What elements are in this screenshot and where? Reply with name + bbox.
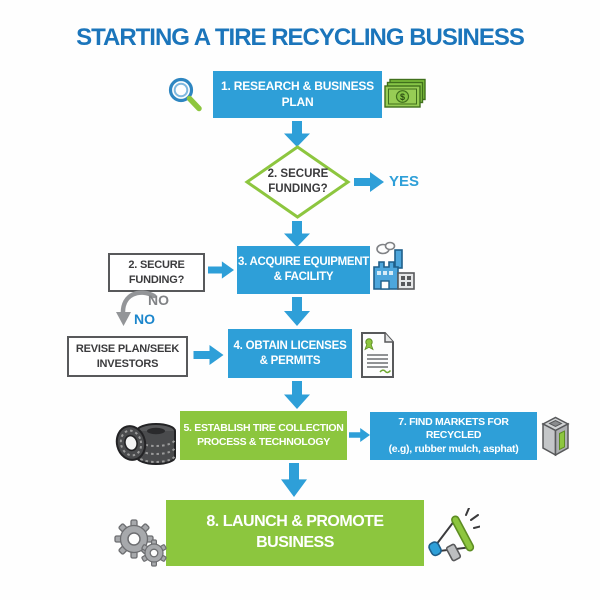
flow-arrow-right-2 <box>193 345 224 365</box>
money-icon: $ <box>384 78 426 108</box>
step-8-box: 8. LAUNCH & PROMOTE BUSINESS <box>166 500 424 566</box>
gears-icon <box>114 519 167 567</box>
step-3-label: 3. ACQUIRE EQUIPMENT & FACILITY <box>238 256 369 283</box>
step-5-box: 5. ESTABLISH TIRE COLLECTION PROCESS & T… <box>180 411 347 460</box>
flow-arrow-right-1 <box>208 261 234 279</box>
funding-check-label: 2. SECURE FUNDING? <box>128 259 185 286</box>
flow-arrow-down-5 <box>281 463 307 497</box>
no-label-gray: NO <box>148 292 169 308</box>
step-7-box: 7. FIND MARKETS FOR RECYCLED (e.g), rubb… <box>370 412 537 460</box>
factory-icon <box>373 241 415 290</box>
decision-label: 2. SECURE FUNDING? <box>267 168 329 195</box>
flow-arrow-down-1 <box>284 121 310 147</box>
step-4-box: 4. OBTAIN LICENSES & PERMITS <box>228 329 352 378</box>
document-icon <box>361 332 394 378</box>
funding-check-box: 2. SECURE FUNDING? <box>108 253 205 292</box>
step-5-label: 5. ESTABLISH TIRE COLLECTION PROCESS & T… <box>183 421 344 448</box>
search-icon <box>168 77 202 112</box>
step-7-label-line1: 7. FIND MARKETS FOR RECYCLED <box>398 415 509 442</box>
revise-plan-label: REVISE PLAN/SEEK INVESTORS <box>75 343 180 370</box>
flow-arrow-right-3 <box>349 428 370 442</box>
yes-label: YES <box>389 173 420 190</box>
megaphone-icon <box>428 508 480 562</box>
flow-arrow-down-2 <box>284 221 310 247</box>
flow-arrow-yes <box>354 172 384 192</box>
shredder-icon <box>541 416 570 457</box>
step-8-label: 8. LAUNCH & PROMOTE BUSINESS <box>206 513 384 551</box>
flow-arrow-down-3 <box>284 297 310 326</box>
step-7-label-line2: (e.g), rubber mulch, asphat) <box>388 442 519 455</box>
page-title: STARTING A TIRE RECYCLING BUSINESS <box>76 24 525 51</box>
step-1-label: 1. RESEARCH & BUSINESS PLAN <box>221 78 374 109</box>
tires-icon <box>115 423 176 465</box>
step-3-box: 3. ACQUIRE EQUIPMENT & FACILITY <box>237 246 370 294</box>
flow-arrow-down-4 <box>284 381 310 409</box>
no-curve-arrow <box>116 290 157 326</box>
no-label-blue: NO <box>134 311 155 327</box>
decision-diamond <box>244 145 351 219</box>
svg-text:$: $ <box>400 92 405 102</box>
step-1-box: 1. RESEARCH & BUSINESS PLAN <box>213 71 382 118</box>
step-4-label: 4. OBTAIN LICENSES & PERMITS <box>233 339 347 367</box>
revise-plan-box: REVISE PLAN/SEEK INVESTORS <box>67 336 188 377</box>
